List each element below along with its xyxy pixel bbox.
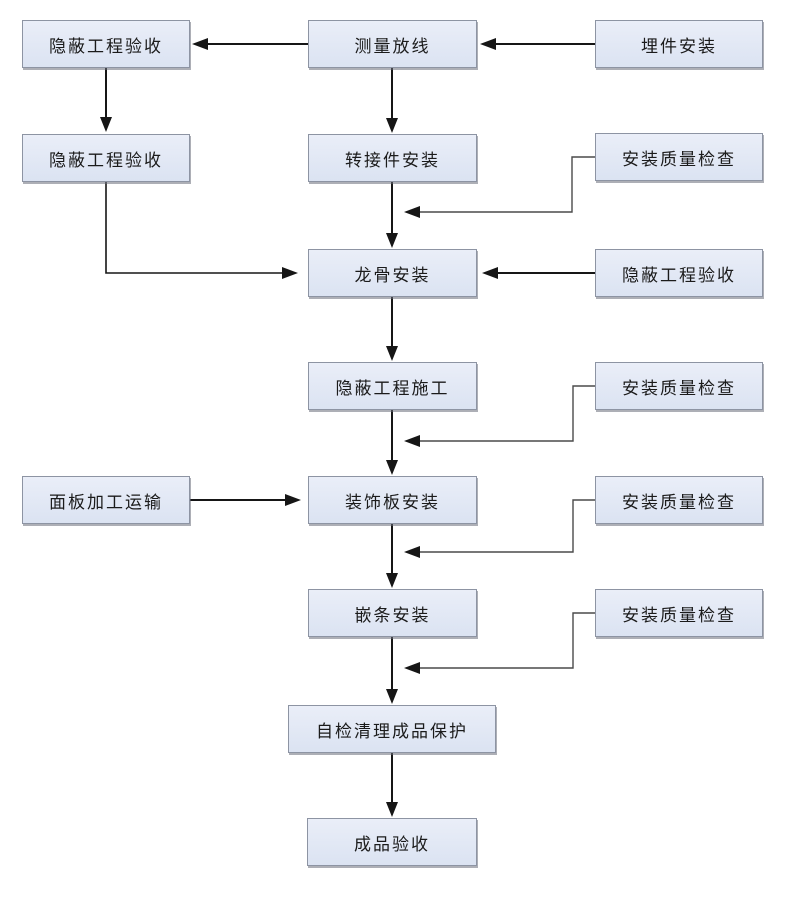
edge-embed-to-measure	[480, 38, 595, 50]
node-keel-installation: 龙骨安装	[308, 249, 477, 297]
edge-measure-to-hidden-acceptance-1	[192, 38, 308, 50]
node-installation-quality-check-4: 安装质量检查	[595, 589, 763, 637]
edge-measure-to-adapter	[386, 68, 398, 133]
node-adapter-installation: 转接件安装	[308, 134, 477, 182]
node-hidden-works-acceptance-2: 隐蔽工程验收	[22, 134, 190, 182]
edge-hidden-acceptance-3-to-keel	[482, 267, 595, 279]
edge-quality-check-4	[404, 612, 595, 674]
node-inlay-strip-installation: 嵌条安装	[308, 589, 477, 637]
node-self-check-cleanup-protection: 自检清理成品保护	[288, 705, 496, 753]
edge-inlay-strip-to-self-check	[386, 637, 398, 704]
edge-panel-transport-to-decor-panel	[190, 494, 301, 506]
node-hidden-works-acceptance-3: 隐蔽工程验收	[595, 249, 763, 297]
node-hidden-works-construction: 隐蔽工程施工	[308, 362, 477, 410]
edge-hidden-acceptance-1-to-2	[100, 68, 112, 132]
edge-hidden-acceptance-2-to-keel	[105, 182, 298, 279]
node-decorative-panel-installation: 装饰板安装	[308, 476, 477, 524]
node-embedded-parts-installation: 埋件安装	[595, 20, 763, 68]
edge-self-check-to-final	[386, 753, 398, 817]
node-installation-quality-check-1: 安装质量检查	[595, 133, 763, 181]
edge-decor-panel-to-inlay-strip	[386, 524, 398, 588]
edge-construction-to-decor-panel	[386, 410, 398, 475]
edge-quality-check-3	[404, 499, 595, 558]
node-measurement-setting-out: 测量放线	[308, 20, 477, 68]
node-hidden-works-acceptance-1: 隐蔽工程验收	[22, 20, 190, 68]
node-panel-processing-transport: 面板加工运输	[22, 476, 190, 524]
edge-keel-to-construction	[386, 297, 398, 361]
node-finished-product-acceptance: 成品验收	[307, 818, 477, 866]
edge-adapter-to-keel	[386, 182, 398, 248]
node-installation-quality-check-3: 安装质量检查	[595, 476, 763, 524]
node-installation-quality-check-2: 安装质量检查	[595, 362, 763, 410]
edge-quality-check-2	[404, 385, 595, 447]
edge-quality-check-1	[404, 156, 595, 218]
